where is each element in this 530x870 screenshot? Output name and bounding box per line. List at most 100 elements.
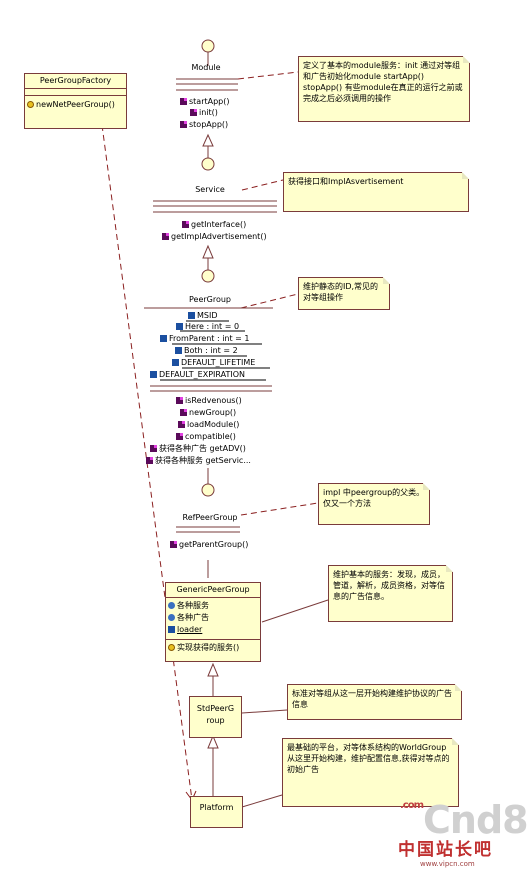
class-attribute-section: 各种服务 各种广告 loader	[166, 598, 260, 640]
static-attr-underlines	[160, 320, 270, 381]
method-label: compatible()	[185, 432, 236, 441]
service-method: getImplAdvertisement()	[162, 232, 267, 242]
service-class-name: Service	[195, 185, 225, 194]
refpeergroup-class-name: RefPeerGroup	[182, 513, 238, 522]
peergroup-method: compatible()	[176, 432, 236, 442]
module-note-connector	[237, 71, 299, 80]
method-icon	[190, 109, 197, 116]
attribute-icon	[188, 312, 195, 319]
stdpeergroup-class-box: StdPeerG roup	[189, 696, 242, 738]
attribute-icon	[150, 371, 157, 378]
inheritance-arrows	[202, 133, 219, 749]
module-method: startApp()	[180, 97, 230, 107]
refpeergroup-method: getParentGroup()	[170, 540, 248, 550]
method-label: isRedvenous()	[185, 396, 242, 405]
watermark-cn: 中国站长吧	[398, 840, 493, 860]
method-label: getImplAdvertisement()	[171, 232, 267, 241]
method-icon	[180, 409, 187, 416]
method-icon	[170, 541, 177, 548]
method-icon	[180, 98, 187, 105]
stdpeergroup-name-line1: StdPeerG	[196, 704, 235, 713]
platform-note: 最基础的平台，对等体系结构的WorldGroup从这里开始构建，维护配置信息,获…	[282, 738, 459, 807]
method-icon	[182, 221, 189, 228]
attribute-icon	[160, 335, 167, 342]
platform-note-text: 最基础的平台，对等体系结构的WorldGroup从这里开始构建，维护配置信息,获…	[287, 743, 450, 774]
peergroup-note: 维护静态的ID,常见的对等组操作	[298, 277, 390, 310]
method-icon	[168, 644, 175, 651]
peergroup-attribute: MSID	[188, 311, 218, 321]
generic-note-text: 维护基本的服务：发现，成员，管道，解析，成员资格，对等信息的广告信息。	[333, 570, 445, 601]
platform-note-connector	[241, 794, 283, 808]
std-note-connector	[241, 709, 288, 714]
peergroup-note-text: 维护静态的ID,常见的对等组操作	[303, 282, 379, 302]
solid-note-connectors	[241, 599, 329, 808]
attribute-icon	[168, 614, 175, 621]
peergroup-to-service-arrow	[202, 244, 214, 259]
attribute-label: DEFAULT_EXPIRATION	[159, 370, 245, 379]
attribute-icon	[172, 359, 179, 366]
service-note-text: 获得接口和ImplAsvertisement	[288, 177, 404, 186]
peergroupfactory-class-name: PeerGroupFactory	[25, 74, 126, 89]
peergroup-attribute: Both : int = 2	[175, 346, 238, 356]
peergroup-attribute: DEFAULT_LIFETIME	[172, 358, 255, 368]
platform-to-std-arrow	[207, 734, 219, 749]
refpeergroup-note-connector	[240, 502, 319, 516]
note-fold-corner	[463, 56, 470, 63]
peergroup-method: loadModule()	[178, 420, 239, 430]
attribute-label: MSID	[197, 311, 218, 320]
attribute-icon	[176, 323, 183, 330]
method-icon	[176, 397, 183, 404]
watermark-logo: .comCnd8	[400, 798, 529, 842]
watermark-url: www.vipcn.com	[420, 860, 475, 868]
std-note: 标准对等组从这一层开始构建维护协议的广告信息	[287, 684, 462, 720]
method-label: 实现获得的服务()	[177, 643, 240, 652]
method-label: getParentGroup()	[179, 540, 249, 549]
module-method: init()	[190, 108, 218, 118]
generic-note-connector	[261, 599, 329, 623]
refpeergroup-interface-icon	[201, 483, 215, 497]
genericpeergroup-attribute: 各种服务	[168, 600, 258, 612]
note-fold-corner	[383, 277, 390, 284]
class-attribute-section	[25, 89, 126, 96]
service-interface-icon	[201, 157, 215, 171]
method-label: newNetPeerGroup()	[36, 100, 115, 109]
note-fold-corner	[452, 738, 459, 745]
attribute-label: 各种广告	[177, 613, 209, 622]
attribute-label: Here : int = 0	[185, 322, 240, 331]
peergroup-attribute: Here : int = 0	[176, 322, 239, 332]
refpeergroup-note-text: impl 中peergroup的父类。仅又一个方法	[323, 488, 425, 508]
watermark-brand: Cnd8	[423, 798, 529, 842]
peergroupfactory-class-box: PeerGroupFactory newNetPeerGroup()	[24, 73, 127, 129]
method-label: loadModule()	[187, 420, 240, 429]
genericpeergroup-class-name: GenericPeerGroup	[166, 583, 260, 598]
method-label: newGroup()	[189, 408, 237, 417]
attribute-icon	[175, 347, 182, 354]
peergroup-attribute: DEFAULT_EXPIRATION	[150, 370, 245, 380]
std-to-generic-arrow	[207, 662, 219, 677]
note-fold-corner	[446, 565, 453, 572]
peergroup-note-connector	[240, 293, 299, 309]
note-fold-corner	[423, 483, 430, 490]
attribute-icon	[168, 626, 175, 633]
method-label: startApp()	[189, 97, 230, 106]
method-label: init()	[199, 108, 218, 117]
method-icon	[162, 233, 169, 240]
peergroup-class-name: PeerGroup	[188, 295, 232, 304]
service-note: 获得接口和ImplAsvertisement	[283, 172, 469, 212]
attribute-label: Both : int = 2	[184, 346, 238, 355]
method-icon	[180, 121, 187, 128]
interface-lollipops	[201, 39, 215, 497]
method-icon	[150, 445, 157, 452]
peergroup-method: 获得各种服务 getServic...	[146, 456, 251, 466]
attribute-label: FromParent : int = 1	[169, 334, 250, 343]
attribute-label: DEFAULT_LIFETIME	[181, 358, 256, 367]
module-note-text: 定义了基本的module服务：init 通过对等组和广告初始化module st…	[303, 61, 463, 103]
peergroup-attribute: FromParent : int = 1	[160, 334, 250, 344]
method-icon	[146, 457, 153, 464]
method-icon	[178, 421, 185, 428]
method-label: stopApp()	[189, 120, 229, 129]
genericpeergroup-attribute: loader	[168, 624, 258, 636]
genericpeergroup-attribute: 各种广告	[168, 612, 258, 624]
method-icon	[176, 433, 183, 440]
